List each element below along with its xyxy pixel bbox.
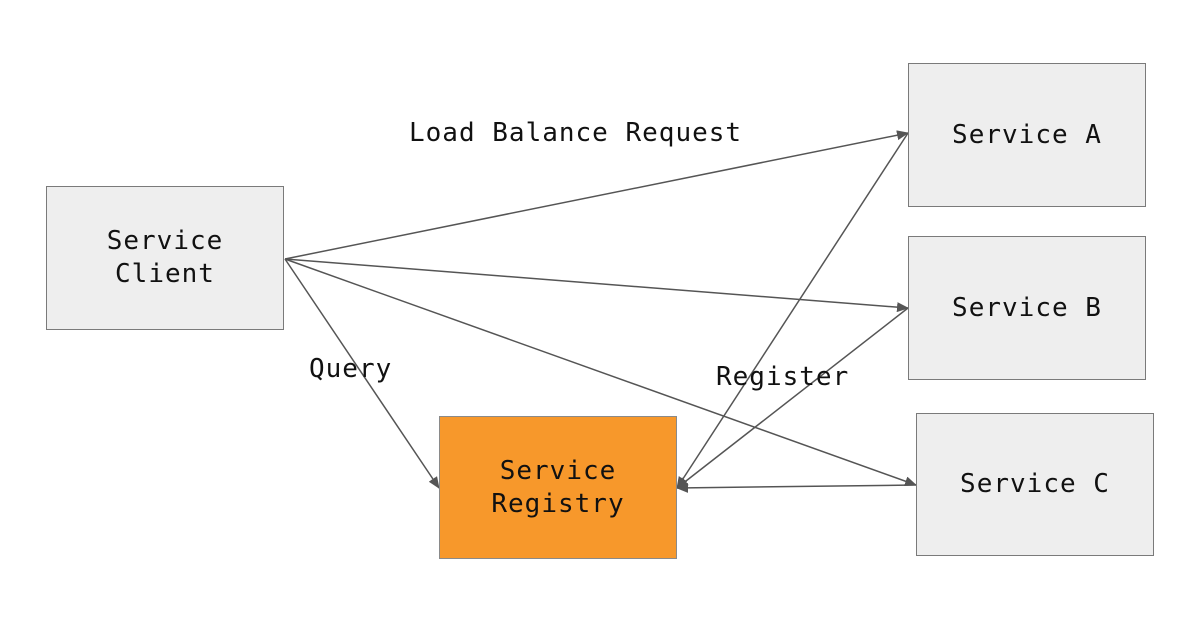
service-registry-label-line-2: Registry	[491, 488, 625, 519]
load-balance-request-label: Load Balance Request	[409, 118, 743, 148]
service-client-label: Service Client	[107, 225, 224, 291]
arrow-service-b-to-registry	[676, 307, 909, 489]
arrow-client-to-registry	[284, 258, 440, 489]
service-b-node: Service B	[908, 236, 1146, 380]
service-a-node: Service A	[908, 63, 1146, 207]
service-a-label: Service A	[952, 119, 1102, 150]
service-registry-label-line-1: Service	[499, 455, 617, 486]
arrow-service-a-to-registry	[676, 132, 909, 489]
query-label: Query	[309, 354, 393, 384]
service-client-label-line-1: Service	[106, 226, 224, 256]
service-c-node: Service C	[916, 413, 1154, 556]
arrow-service-c-to-registry	[676, 482, 917, 493]
arrow-client-to-service-b	[284, 258, 909, 313]
service-registry-label: Service Registry	[491, 455, 624, 521]
service-registry-node: Service Registry	[439, 416, 677, 559]
arrow-client-to-service-c	[284, 258, 917, 486]
service-b-label: Service B	[952, 292, 1102, 323]
arrow-client-to-service-a	[284, 130, 909, 260]
service-client-node: Service Client	[46, 186, 284, 330]
register-label: Register	[716, 362, 850, 392]
service-c-label: Service C	[960, 469, 1110, 499]
service-client-label-line-2: Client	[115, 259, 215, 289]
